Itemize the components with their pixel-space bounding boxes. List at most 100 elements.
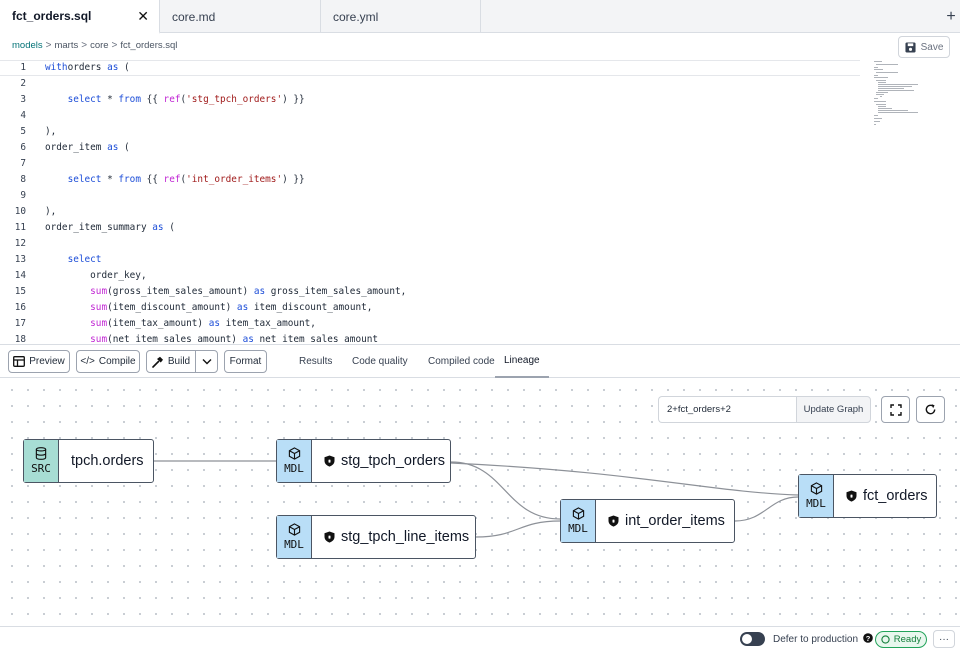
tab-label: fct_orders.sql (12, 9, 92, 23)
editor-toolbar: Preview </> Compile Build Format Results… (0, 344, 960, 378)
node-type: MDL (284, 462, 304, 475)
format-label: Format (229, 356, 262, 367)
update-graph-label: Update Graph (803, 404, 864, 415)
node-type: SRC (31, 462, 51, 475)
cube-icon (572, 507, 584, 520)
code-line[interactable]: 15 sum(gross_item_sales_amount) as gross… (0, 284, 860, 300)
save-button[interactable]: Save (898, 36, 950, 58)
build-options-button[interactable] (195, 350, 218, 373)
lineage-node-stg-tpch-orders[interactable]: MDL stg_tpch_orders (276, 439, 451, 483)
model-badge: MDL (799, 475, 834, 517)
code-line[interactable]: 2 (0, 76, 860, 92)
code-text: order_item as ( (45, 142, 130, 153)
graph-selector-input[interactable] (658, 396, 796, 423)
model-badge: MDL (277, 516, 312, 558)
cube-icon (288, 523, 300, 536)
preview-label: Preview (29, 356, 65, 367)
line-number: 15 (14, 286, 26, 297)
format-button[interactable]: Format (224, 350, 267, 373)
tab-label: Code quality (352, 356, 408, 367)
code-minimap[interactable] (872, 60, 928, 130)
code-line[interactable]: 16 sum(item_discount_amount) as item_dis… (0, 300, 860, 316)
tab-results[interactable]: Results (299, 345, 332, 378)
tab-label: core.md (172, 9, 216, 24)
build-label: Build (167, 356, 191, 367)
tab-core-md[interactable]: core.md (160, 0, 321, 33)
line-number: 16 (14, 302, 26, 313)
defer-label: Defer to production (773, 634, 859, 645)
preview-button[interactable]: Preview (8, 350, 70, 373)
code-line[interactable]: 4 (0, 108, 860, 124)
breadcrumb-separator: > (111, 40, 118, 51)
breadcrumb-separator: > (45, 40, 52, 51)
model-badge: MDL (277, 440, 312, 482)
breadcrumb-item-core[interactable]: core (90, 40, 109, 51)
refresh-button[interactable] (916, 396, 945, 423)
expand-icon (889, 403, 902, 416)
tab-compiled-code[interactable]: Compiled code (428, 345, 495, 378)
tab-lineage[interactable]: Lineage (495, 345, 549, 378)
add-tab-button[interactable]: + (942, 0, 960, 33)
code-text: sum(gross_item_sales_amount) as gross_it… (90, 286, 407, 297)
line-number: 2 (20, 78, 26, 89)
lineage-node-fct-orders[interactable]: MDL fct_orders (798, 474, 937, 518)
breadcrumb: models > marts > core > fct_orders.sql (12, 40, 177, 51)
build-button[interactable]: Build (146, 350, 196, 373)
line-number: 6 (20, 142, 26, 153)
tab-label: Compiled code (428, 356, 495, 367)
lineage-node-tpch-orders[interactable]: SRC tpch.orders (23, 439, 154, 483)
breadcrumb-item-models[interactable]: models (12, 40, 43, 51)
code-line[interactable]: 13 select (0, 252, 860, 268)
code-line[interactable]: 18 sum(net_item_sales_amount) as net_ite… (0, 332, 860, 345)
lineage-node-int-order-items[interactable]: MDL int_order_items (560, 499, 735, 543)
code-line[interactable]: 17 sum(item_tax_amount) as item_tax_amou… (0, 316, 860, 332)
code-line[interactable]: 3 select * from {{ ref('stg_tpch_orders'… (0, 92, 860, 108)
code-line[interactable]: 7 (0, 156, 860, 172)
node-label: stg_tpch_line_items (312, 516, 469, 558)
line-number: 17 (14, 318, 26, 329)
code-line[interactable]: 5), (0, 124, 860, 140)
node-type: MDL (568, 522, 588, 535)
database-icon (35, 447, 47, 460)
code-text: order_item_summary as ( (45, 222, 175, 233)
shield-icon (324, 531, 335, 543)
tab-fct-orders-sql[interactable]: fct_orders.sql ✕ (0, 0, 160, 34)
tab-core-yml[interactable]: core.yml (321, 0, 481, 33)
code-line[interactable]: 14 order_key, (0, 268, 860, 284)
breadcrumb-item-marts[interactable]: marts (54, 40, 79, 51)
node-label: tpch.orders (59, 440, 144, 482)
line-number: 8 (20, 174, 26, 185)
defer-toggle[interactable] (740, 632, 765, 646)
code-text: ), (45, 126, 57, 137)
help-icon[interactable]: ? (863, 633, 873, 643)
line-number: 18 (14, 334, 26, 345)
close-icon[interactable]: ✕ (137, 8, 149, 24)
node-label-text: tpch.orders (71, 453, 144, 469)
ready-label: Ready (893, 634, 922, 645)
shield-icon (324, 455, 335, 467)
more-options-button[interactable]: ··· (933, 630, 955, 648)
update-graph-button[interactable]: Update Graph (796, 396, 871, 423)
tab-code-quality[interactable]: Code quality (352, 345, 408, 378)
compile-button[interactable]: </> Compile (76, 350, 140, 373)
toggle-knob (742, 634, 752, 644)
status-circle-icon (881, 635, 890, 644)
svg-text:?: ? (866, 634, 871, 643)
breadcrumb-item-file: fct_orders.sql (120, 40, 178, 51)
code-text: select (67, 254, 102, 265)
code-line[interactable]: 6 order_item as ( (0, 140, 860, 156)
tab-bar: fct_orders.sql ✕ core.md core.yml + (0, 0, 960, 34)
fullscreen-button[interactable] (881, 396, 910, 423)
code-line[interactable]: 10), (0, 204, 860, 220)
code-line[interactable]: 9 (0, 188, 860, 204)
code-line[interactable]: 8 select * from {{ ref('int_order_items'… (0, 172, 860, 188)
code-line[interactable]: 12 (0, 236, 860, 252)
defer-label-group: Defer to production ? (773, 633, 873, 645)
code-text: sum(net_item_sales_amount) as net_item_s… (90, 334, 379, 345)
node-label: fct_orders (834, 475, 927, 517)
lineage-node-stg-tpch-line-items[interactable]: MDL stg_tpch_line_items (276, 515, 476, 559)
chevron-down-icon (202, 359, 211, 365)
